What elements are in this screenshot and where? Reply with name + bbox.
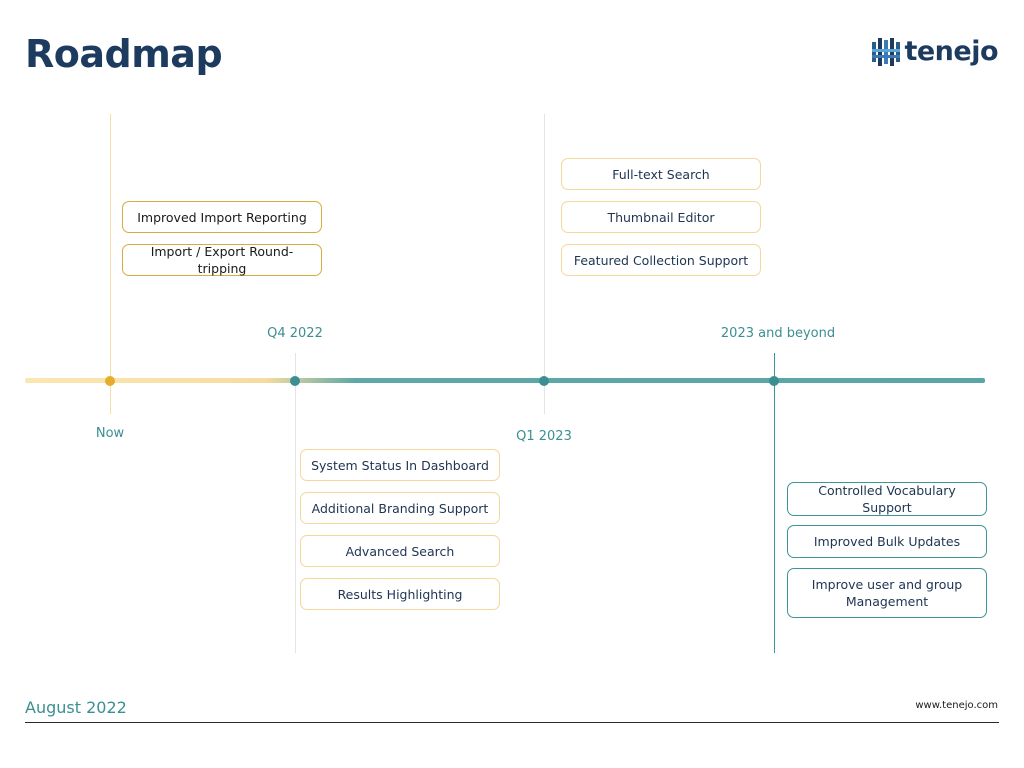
footer-divider — [25, 722, 999, 723]
q1-2023-label: Q1 2023 — [516, 429, 572, 444]
footer-date: August 2022 — [25, 698, 127, 717]
roadmap-item: Featured Collection Support — [561, 244, 761, 276]
tenejo-logo-icon — [872, 38, 901, 66]
q1-2023-marker — [539, 376, 549, 386]
now-marker — [105, 376, 115, 386]
roadmap-item: Improved Bulk Updates — [787, 525, 987, 558]
roadmap-item: Advanced Search — [300, 535, 500, 567]
roadmap-item: System Status In Dashboard — [300, 449, 500, 481]
footer-url: www.tenejo.com — [915, 700, 998, 711]
beyond-guide-line — [774, 353, 775, 653]
roadmap-item: Results Highlighting — [300, 578, 500, 610]
q4-2022-marker — [290, 376, 300, 386]
roadmap-item: Additional Branding Support — [300, 492, 500, 524]
beyond-marker — [769, 376, 779, 386]
roadmap-item: Full-text Search — [561, 158, 761, 190]
beyond-label: 2023 and beyond — [720, 326, 836, 341]
roadmap-item: Improved Import Reporting — [122, 201, 322, 233]
roadmap-item: Improve user and group Management — [787, 568, 987, 618]
now-guide-line — [110, 114, 111, 414]
roadmap-item: Controlled Vocabulary Support — [787, 482, 987, 516]
page-title: Roadmap — [25, 32, 223, 76]
q4-2022-label: Q4 2022 — [267, 326, 323, 341]
logo: tenejo — [872, 38, 998, 66]
now-label: Now — [95, 426, 125, 441]
roadmap-item: Import / Export Round-tripping — [122, 244, 322, 276]
roadmap-item: Thumbnail Editor — [561, 201, 761, 233]
timeline-axis — [25, 378, 985, 383]
logo-text: tenejo — [904, 36, 998, 67]
q4-guide-line — [295, 353, 296, 653]
q1-guide-line — [544, 114, 545, 414]
